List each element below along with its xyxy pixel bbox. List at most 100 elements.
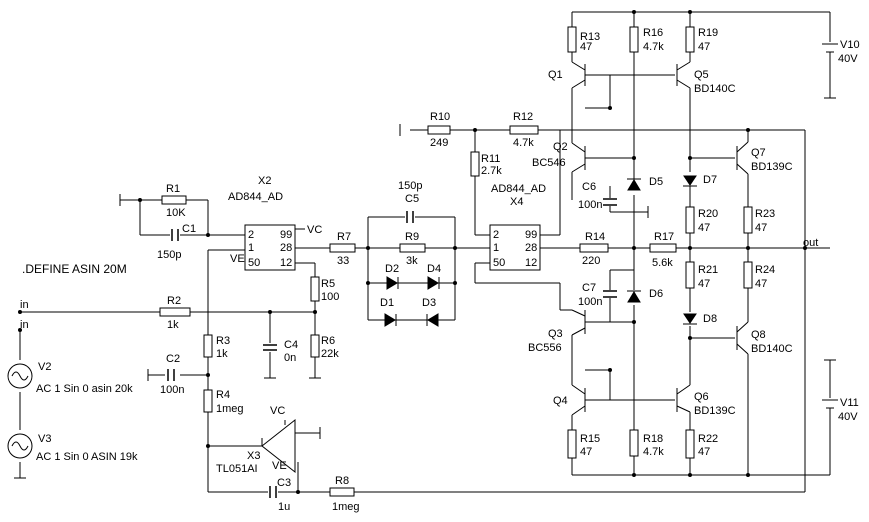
sources [7, 43, 838, 459]
label-components-r16-name: R16 [643, 27, 663, 39]
resistor-r12 [509, 125, 539, 135]
resistor-r17 [649, 243, 677, 253]
resistor-r7 [329, 243, 356, 253]
label-components-q4-name: Q4 [553, 395, 568, 407]
resistor-r2 [159, 307, 191, 317]
resistor-r16 [629, 26, 639, 53]
resistor-r14 [579, 243, 609, 253]
resistor-r6 [310, 334, 320, 358]
label-components-c5-name: C5 [405, 193, 419, 205]
wires [19, 11, 831, 493]
label-components-d6-name: D6 [649, 288, 663, 300]
label-components-c4-value: 0n [284, 352, 296, 364]
label-components-q2-name: Q2 [553, 141, 568, 153]
resistor-r10 [427, 125, 451, 135]
label-pins-ve: VE [230, 253, 245, 265]
resistor-r22 [685, 429, 695, 459]
label-components-r10-value: 249 [430, 137, 448, 149]
label-components-r6-value: 22k [321, 348, 339, 360]
transistor-q4 [571, 384, 610, 416]
label-components-r9-value: 3k [406, 255, 418, 267]
label-components-r24-value: 47 [755, 278, 767, 290]
label-components-r23-value: 47 [755, 222, 767, 234]
label-pins-ve: VE [272, 460, 287, 472]
label-pins-vc: VC [270, 405, 285, 417]
label-components-r10-name: R10 [430, 111, 450, 123]
resistor-r11 [470, 151, 480, 177]
label-components-r18-value: 4.7k [643, 446, 664, 458]
label-components-v10-value: 40V [838, 53, 858, 65]
resistors [159, 26, 753, 497]
label-components-r3-value: 1k [216, 348, 228, 360]
transistor-q3 [560, 309, 590, 336]
label-pins-p2: 2 [493, 229, 499, 241]
label-components-r8-name: R8 [335, 475, 349, 487]
label-components-v3-value: AC 1 Sin 0 ASIN 19k [36, 451, 138, 463]
transistors [560, 61, 749, 416]
label-components-q1-name: Q1 [548, 69, 563, 81]
diodes [384, 175, 697, 327]
label-components-d7-name: D7 [703, 174, 717, 186]
label-components-r2-value: 1k [167, 319, 179, 331]
label-components-c6-name: C6 [582, 181, 596, 193]
label-components-r21-name: R21 [698, 264, 718, 276]
label-components-r14-value: 220 [582, 255, 600, 267]
label-pins-p12: 12 [280, 257, 292, 269]
label-components-c2-name: C2 [166, 353, 180, 365]
label-components-r23-name: R23 [755, 208, 775, 220]
resistor-r9 [399, 243, 426, 253]
label-components-r19-name: R19 [698, 27, 718, 39]
resistor-r13 [567, 26, 577, 53]
label-components-r16-value: 4.7k [643, 41, 664, 53]
capacitor-c5 [406, 211, 414, 223]
label-components-v3-name: V3 [38, 433, 51, 445]
diode-d5 [627, 178, 641, 191]
label-components-c3-name: C3 [277, 477, 291, 489]
label-components-r17-name: R17 [654, 231, 674, 243]
label-components-v2-value: AC 1 Sin 0 asin 20k [36, 383, 133, 395]
label-components-c5-value: 150p [398, 180, 422, 192]
label-pins-p1: 1 [493, 242, 499, 254]
label-components-r2-name: R2 [167, 295, 181, 307]
label-components-r5-name: R5 [321, 278, 335, 290]
label-components-x2-model: AD844_AD [228, 191, 283, 203]
label-components-r3-name: R3 [216, 335, 230, 347]
diode-d7 [683, 175, 697, 187]
label-components-c7-name: C7 [582, 282, 596, 294]
label-components-q2-model: BC546 [532, 157, 566, 169]
label-components-x4-name: X4 [510, 196, 523, 208]
resistor-r21 [685, 261, 695, 289]
label-pins-p99: 99 [525, 229, 537, 241]
label-pins-p28: 28 [525, 242, 537, 254]
diode-d2 [386, 276, 399, 290]
label-components-r5-value: 100 [321, 291, 339, 303]
label-components-r21-value: 47 [698, 278, 710, 290]
battery-v10 [822, 43, 838, 62]
label-components-r15-name: R15 [580, 433, 600, 445]
resistor-r19 [685, 26, 695, 53]
label-pins-p50: 50 [493, 257, 505, 269]
label-components-r12-name: R12 [513, 111, 533, 123]
label-components-r1-name: R1 [166, 183, 180, 195]
transistor-q5 [676, 61, 691, 89]
label-components-r7-value: 33 [337, 255, 349, 267]
label-components-r8-value: 1meg [332, 501, 360, 513]
label-components-r9-name: R9 [405, 231, 419, 243]
label-in-top: in [20, 299, 29, 311]
source-v2 [7, 363, 33, 389]
label-components-q3-name: Q3 [548, 328, 563, 340]
label-components-q5-name: Q5 [694, 69, 709, 81]
capacitor-c1 [171, 229, 179, 241]
label-components-r18-name: R18 [643, 433, 663, 445]
diode-d4 [427, 276, 440, 290]
label-pins-p28: 28 [280, 242, 292, 254]
label-in-bottom: in [20, 319, 29, 331]
label-components-x3-name: X3 [247, 450, 260, 462]
grounds [14, 97, 836, 479]
capacitor-c2 [167, 369, 175, 381]
label-components-c1-value: 150p [157, 249, 181, 261]
label-components-r11-value: 2.7k [481, 165, 502, 177]
opamp-x2 [244, 224, 296, 271]
